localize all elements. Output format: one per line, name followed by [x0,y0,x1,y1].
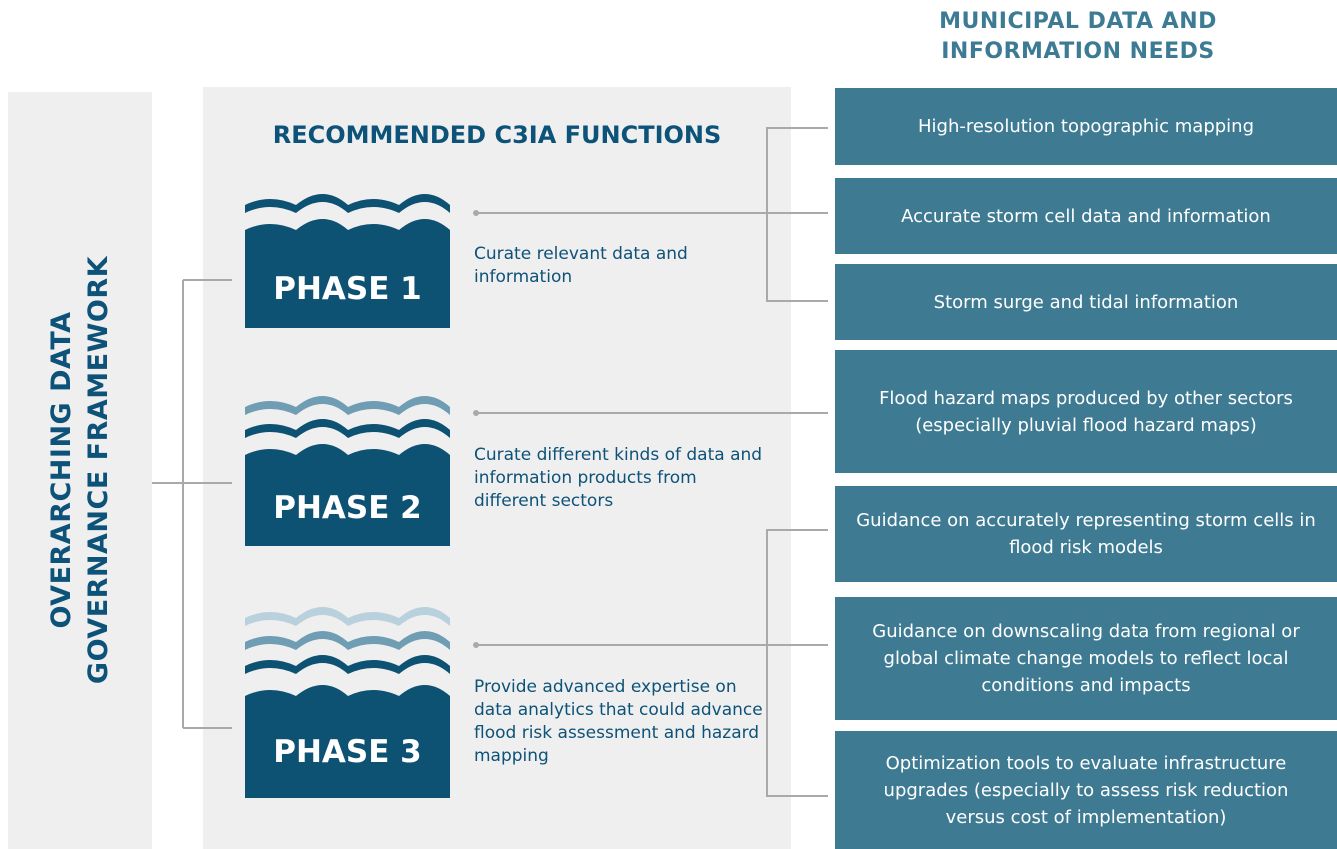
phase3-description: Provide advanced expertise on data analy… [474,677,763,766]
needs-bracket-bottom [766,529,828,797]
phase2-box: PHASE 2 [245,470,450,546]
needs-heading-line-2: INFORMATION NEEDS [941,39,1215,64]
need-box-storm-cell-data: Accurate storm cell data and information [835,178,1337,254]
phase2-description: Curate different kinds of data and infor… [474,445,763,511]
phase1-box: PHASE 1 [245,250,450,328]
need-box-downscaling-guidance: Guidance on downscaling data from region… [835,597,1337,720]
phase2-waves-icon [245,396,450,470]
need-box-optimization-tools: Optimization tools to evaluate infrastru… [835,731,1337,849]
framework-panel [8,92,152,849]
needs-bracket-top [766,127,828,302]
need-box-storm-surge: Storm surge and tidal information [835,264,1337,340]
functions-heading: RECOMMENDED C3IA FUNCTIONS [272,121,722,149]
need-box-topographic-mapping: High-resolution topographic mapping [835,88,1337,165]
phase3-waves-icon [245,607,450,708]
phase1-description: Curate relevant data and information [474,244,688,287]
need-box-flood-hazard-maps: Flood hazard maps produced by other sect… [835,350,1337,473]
phase3-connector-dot [473,642,479,648]
need-box-storm-cell-guidance: Guidance on accurately representing stor… [835,486,1337,582]
phase3-box: PHASE 3 [245,706,450,798]
needs-heading: MUNICIPAL DATA AND INFORMATION NEEDS [828,7,1328,67]
needs-heading-line-1: MUNICIPAL DATA AND [939,9,1217,34]
phase2-connector-dot [473,410,479,416]
framework-connector [152,279,232,729]
phase1-connector-dot [473,210,479,216]
